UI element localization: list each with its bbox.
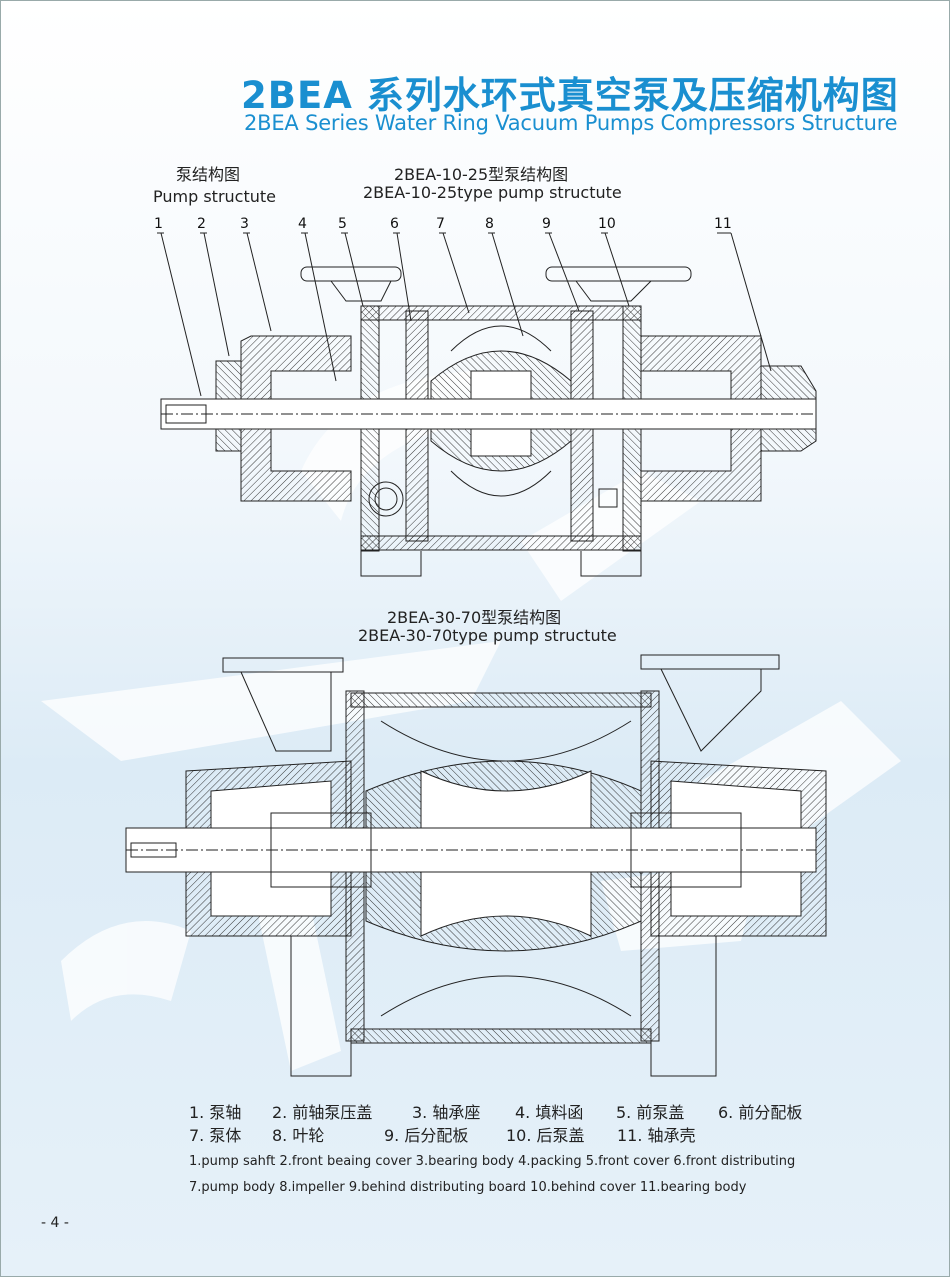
section2-model-en: 2BEA-30-70type pump structute (358, 626, 617, 645)
callout-7: 7 (436, 216, 445, 232)
legend-item-5: 5. 前泵盖 (616, 1103, 685, 1122)
page-title: 2BEA 系列水环式真空泵及压缩机构图 (241, 74, 899, 117)
legend-en-row2: 7.pump body 8.impeller 9.behind distribu… (189, 1180, 747, 1195)
callout-11: 11 (714, 216, 732, 232)
callout-8: 8 (485, 216, 494, 232)
legend-item-2: 2. 前轴泵压盖 (272, 1103, 373, 1122)
legend-item-3: 3. 轴承座 (412, 1103, 481, 1122)
section2-model-cn: 2BEA-30-70型泵结构图 (387, 608, 562, 627)
legend-item-9: 9. 后分配板 (384, 1126, 469, 1145)
legend-item-4: 4. 填料函 (515, 1103, 584, 1122)
callout-10: 10 (598, 216, 616, 232)
legend-en-row1: 1.pump sahft 2.front beaing cover 3.bear… (189, 1154, 796, 1169)
section1-label-en: Pump structute (153, 187, 276, 206)
section1-model-cn: 2BEA-10-25型泵结构图 (394, 165, 569, 184)
callout-9: 9 (542, 216, 551, 232)
section1-label-cn: 泵结构图 (176, 165, 241, 184)
callout-3: 3 (240, 216, 249, 232)
callout-6: 6 (390, 216, 399, 232)
legend-item-10: 10. 后泵盖 (506, 1126, 585, 1145)
legend-item-1: 1. 泵轴 (189, 1103, 242, 1122)
callout-4: 4 (298, 216, 307, 232)
legend-item-7: 7. 泵体 (189, 1126, 242, 1145)
legend-item-6: 6. 前分配板 (718, 1103, 803, 1122)
pump-drawing-10-25 (157, 232, 817, 577)
callout-2: 2 (197, 216, 206, 232)
legend-item-11: 11. 轴承壳 (617, 1126, 696, 1145)
page-subtitle: 2BEA Series Water Ring Vacuum Pumps Comp… (244, 111, 898, 135)
callout-5: 5 (338, 216, 347, 232)
legend-cn-row2: 7. 泵体 8. 叶轮 9. 后分配板 10. 后泵盖 11. 轴承壳 (189, 1122, 696, 1146)
legend-item-8: 8. 叶轮 (272, 1126, 325, 1145)
page-number: - 4 - (41, 1215, 69, 1231)
section1-model-en: 2BEA-10-25type pump structute (363, 183, 622, 202)
legend-cn-row1: 1. 泵轴 2. 前轴泵压盖 3. 轴承座 4. 填料函 5. 前泵盖 6. 前分配板 (189, 1099, 802, 1123)
callout-1: 1 (154, 216, 163, 232)
